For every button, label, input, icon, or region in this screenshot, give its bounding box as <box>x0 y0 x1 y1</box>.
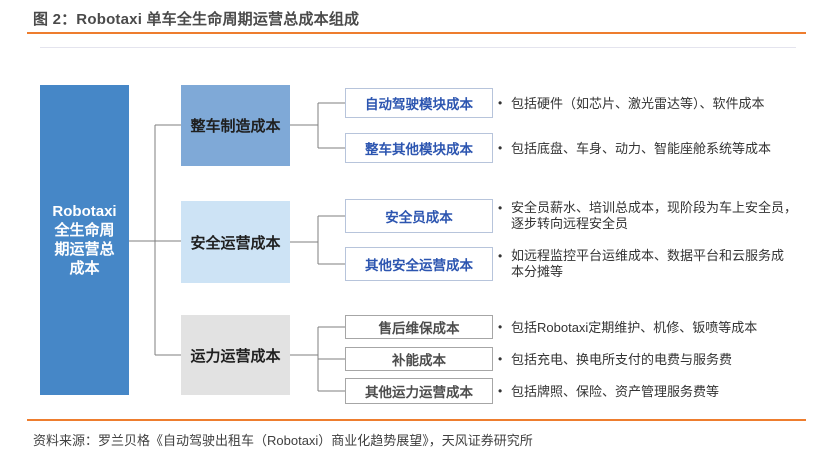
leaf-node-energy-replenishment-cost: 补能成本 <box>345 347 493 371</box>
bullet-item: 包括底盘、车身、动力、智能座舱系统等成本 <box>498 141 820 156</box>
bullet-dot-icon <box>498 248 511 280</box>
bullet-dot-icon <box>498 384 511 399</box>
source-note: 资料来源：罗兰贝格《自动驾驶出租车（Robotaxi）商业化趋势展望》，天风证券… <box>33 433 533 448</box>
bullet-item: 包括牌照、保险、资产管理服务费等 <box>498 384 820 399</box>
bullet-dot-icon <box>498 200 511 232</box>
bullet-dot-icon <box>498 96 511 111</box>
bullet-dot-icon <box>498 352 511 367</box>
leaf-node-other-safety-operation-cost: 其他安全运营成本 <box>345 247 493 281</box>
bullet-text: 包括Robotaxi定期维护、机修、钣喷等成本 <box>511 320 758 335</box>
title-underline-rule <box>27 32 806 34</box>
branch-node-capacity-operation-cost: 运力运营成本 <box>181 315 290 395</box>
leaf-node-autonomous-driving-module-cost: 自动驾驶模块成本 <box>345 88 493 118</box>
bullet-text: 包括底盘、车身、动力、智能座舱系统等成本 <box>511 141 772 156</box>
branch-node-safety-operation-cost: 安全运营成本 <box>181 201 290 283</box>
leaf-node-safety-operator-cost: 安全员成本 <box>345 199 493 233</box>
bullet-item: 包括硬件（如芯片、激光雷达等）、软件成本 <box>498 96 820 111</box>
bullet-text: 包括牌照、保险、资产管理服务费等 <box>511 384 720 399</box>
figure-frame-line <box>40 47 796 48</box>
bullet-item: 如远程监控平台运维成本、数据平台和云服务成 本分摊等 <box>498 248 820 280</box>
leaf-node-other-capacity-operation-cost: 其他运力运营成本 <box>345 378 493 404</box>
bullet-item: 包括Robotaxi定期维护、机修、钣喷等成本 <box>498 320 820 335</box>
leaf-node-other-vehicle-module-cost: 整车其他模块成本 <box>345 133 493 163</box>
bullet-item: 包括充电、换电所支付的电费与服务费 <box>498 352 820 367</box>
bullet-text: 如远程监控平台运维成本、数据平台和云服务成 本分摊等 <box>511 248 785 279</box>
bullet-text: 安全员薪水、培训总成本，现阶段为车上安全员， 逐步转向远程安全员 <box>511 200 798 231</box>
branch-node-manufacturing-cost: 整车制造成本 <box>181 85 290 166</box>
bullet-item: 安全员薪水、培训总成本，现阶段为车上安全员， 逐步转向远程安全员 <box>498 200 820 232</box>
leaf-node-aftersales-maintenance-cost: 售后维保成本 <box>345 315 493 339</box>
root-node-total-cost: Robotaxi 全生命周 期运营总 成本 <box>40 85 129 395</box>
footer-rule <box>27 419 806 421</box>
bullet-text: 包括硬件（如芯片、激光雷达等）、软件成本 <box>511 96 765 111</box>
bullet-dot-icon <box>498 141 511 156</box>
bullet-text: 包括充电、换电所支付的电费与服务费 <box>511 352 733 367</box>
figure-title: 图 2：Robotaxi 单车全生命周期运营总成本组成 <box>33 11 360 28</box>
bullet-dot-icon <box>498 320 511 335</box>
